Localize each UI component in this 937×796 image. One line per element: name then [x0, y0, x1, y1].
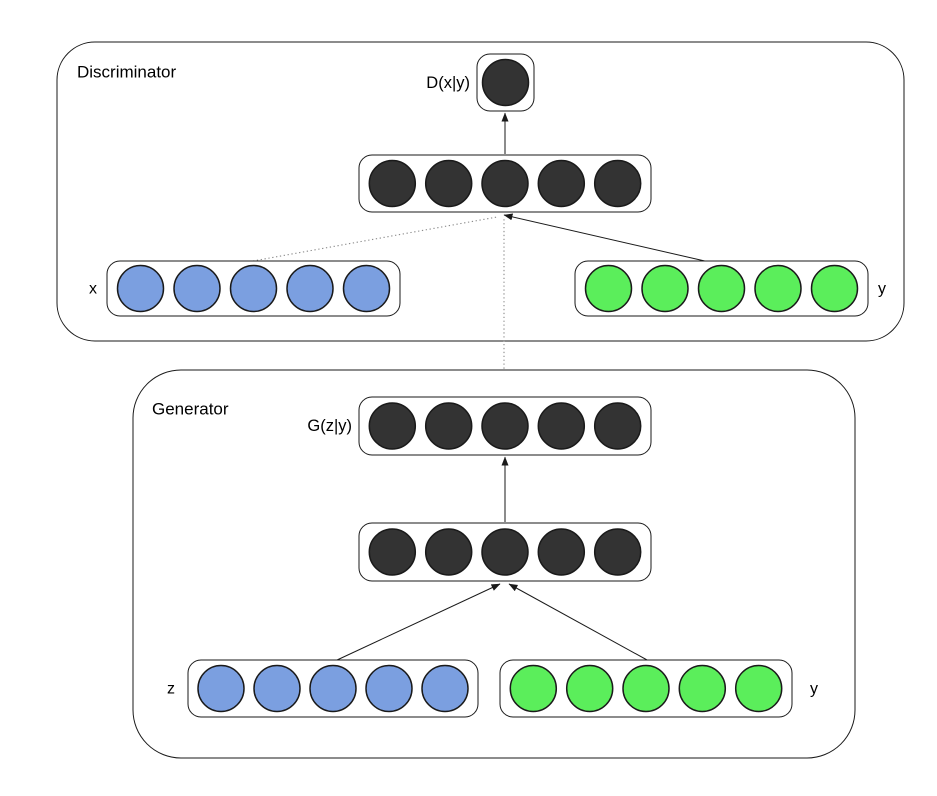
gen-input-y-nodes [509, 664, 783, 713]
neuron-node [116, 264, 165, 313]
neuron-node [368, 402, 417, 450]
neuron-node [342, 264, 391, 313]
gen-hidden-nodes [368, 528, 642, 576]
disc-input-x-nodes [116, 264, 391, 313]
neuron-node [368, 528, 417, 576]
neuron-node [537, 528, 586, 576]
neuron-node [421, 664, 469, 713]
gen-input-z-label: z [167, 681, 175, 698]
neuron-node [678, 664, 727, 713]
neuron-node [593, 159, 642, 208]
neuron-node [593, 528, 642, 576]
neuron-node [197, 664, 245, 713]
gen-output-nodes [368, 402, 642, 450]
neuron-node [424, 528, 473, 576]
gen-input-y-label: y [810, 681, 818, 698]
disc-output-nodes [481, 58, 530, 107]
neuron-node [481, 159, 529, 208]
neuron-node [622, 664, 670, 713]
neuron-node [481, 528, 529, 576]
neuron-node [424, 402, 473, 450]
neuron-node [509, 664, 558, 713]
disc-input-x-label: x [89, 281, 97, 298]
neuron-node [565, 664, 614, 713]
neuron-node [365, 664, 413, 713]
neuron-node [173, 264, 221, 313]
edge-y-to-gen-hidden [508, 583, 649, 661]
gen-output-label: G(z|y) [307, 417, 352, 435]
neuron-node [481, 58, 530, 107]
neuron-node [229, 264, 278, 313]
neuron-node [734, 664, 783, 713]
edge-z-to-gen-hidden [335, 583, 501, 661]
neuron-node [537, 402, 586, 450]
neuron-node [368, 159, 417, 208]
discriminator-title: Discriminator [77, 63, 177, 82]
generator-title: Generator [152, 400, 229, 419]
neuron-node [481, 402, 529, 450]
neuron-node [810, 264, 859, 313]
neuron-node [584, 264, 633, 313]
gen-input-z-nodes [197, 664, 469, 713]
disc-hidden-nodes [368, 159, 642, 208]
neuron-node [754, 264, 802, 313]
neuron-node [697, 264, 746, 313]
neuron-node [537, 159, 586, 208]
neuron-node [309, 664, 357, 713]
edge-y-to-disc-hidden [503, 213, 708, 262]
neuron-node [424, 159, 473, 208]
disc-output-label: D(x|y) [426, 74, 470, 92]
neuron-node [286, 264, 334, 313]
disc-input-y-label: y [878, 281, 886, 298]
neuron-node [253, 664, 301, 713]
disc-input-y-nodes [584, 264, 859, 313]
neuron-node [641, 264, 689, 313]
neuron-node [593, 402, 642, 450]
